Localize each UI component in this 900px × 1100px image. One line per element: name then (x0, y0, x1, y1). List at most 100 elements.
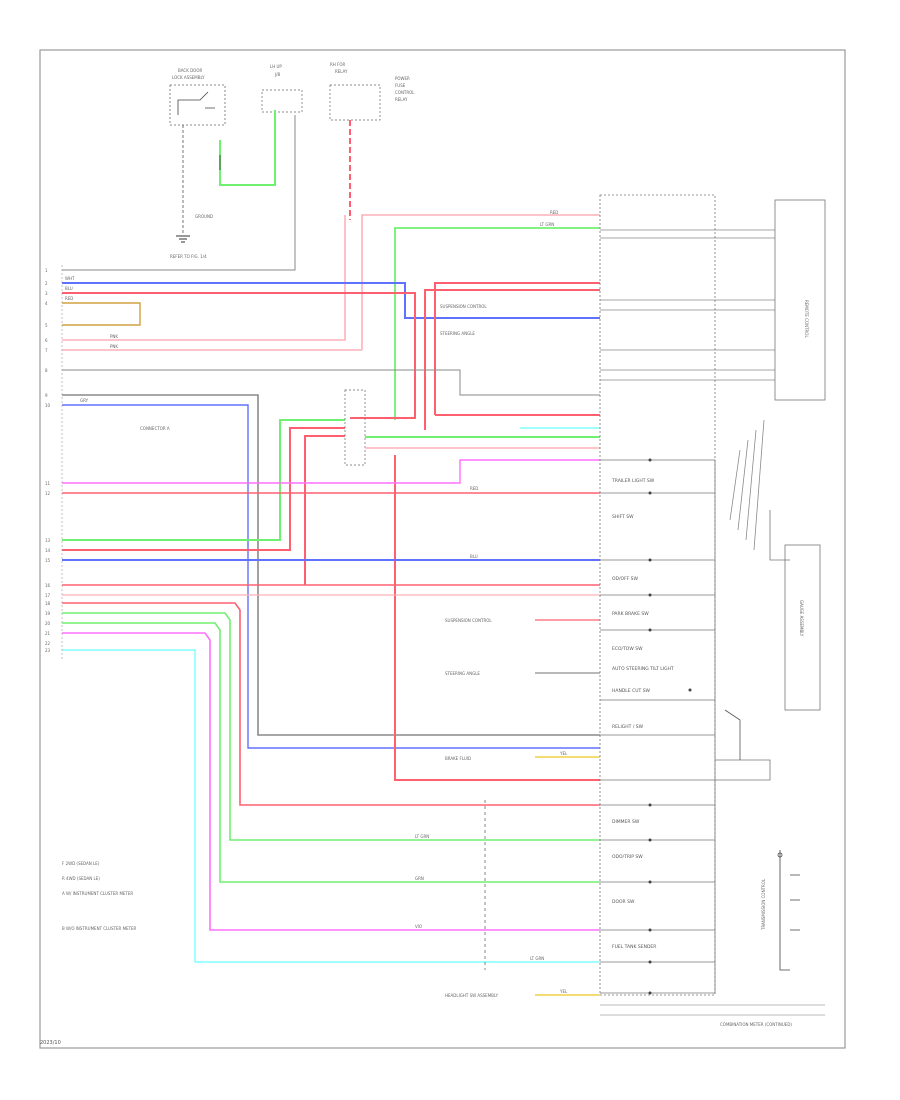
meter-label-11: FUEL TANK SENDER (612, 944, 656, 950)
connector-label-6: HEADLIGHT SW ASSEMBLY (445, 993, 499, 998)
meter-switch-rows (600, 459, 716, 994)
ground-ref: REFER TO FIG. 1/4 (170, 254, 207, 259)
meter-title: COMBINATION METER (CONTINUED) (720, 1022, 792, 1027)
wire-gray-3 (62, 394, 600, 736)
svg-text:5: 5 (45, 323, 48, 328)
meter-label-8: DIMMER SW (612, 819, 640, 825)
svg-text:VIO: VIO (415, 924, 422, 929)
svg-text:18: 18 (45, 601, 51, 606)
wire-blue-2 (62, 404, 600, 749)
svg-text:PNK: PNK (110, 334, 118, 339)
svg-text:21: 21 (45, 631, 51, 636)
meter-label-4: ECO/TOW SW (612, 646, 643, 652)
meter-label-9: ODO/TRIP SW (612, 854, 643, 860)
meter-label-0: TRAILER LIGHT SW (611, 478, 655, 484)
svg-text:GRN: GRN (415, 876, 424, 881)
connector-label-3: SUSPENSION CONTROL (445, 618, 492, 623)
svg-text:17: 17 (45, 593, 51, 598)
diagram-frame (39, 49, 846, 1049)
svg-text:20: 20 (45, 621, 51, 626)
svg-text:LT GRN: LT GRN (530, 956, 544, 961)
wire-green-4 (62, 612, 600, 841)
svg-text:GRY: GRY (80, 398, 89, 403)
svg-text:WHT: WHT (65, 276, 75, 281)
right-component-box (784, 544, 821, 711)
wire-magenta-2 (62, 632, 600, 931)
wire-green-2 (62, 419, 345, 541)
corner-label: 2023/10 (40, 1040, 61, 1046)
svg-text:23: 23 (45, 648, 51, 653)
wire-cyan-2 (62, 649, 600, 963)
svg-text:19: 19 (45, 611, 51, 616)
connector-label-7: CONNECTOR A (140, 426, 170, 431)
svg-text:RED: RED (470, 486, 478, 491)
svg-text:LT GRN: LT GRN (540, 222, 554, 227)
svg-text:PNK: PNK (110, 344, 118, 349)
connector-label-4: STEERING ANGLE (445, 671, 480, 676)
legend-item-0: F 2WD (SEDAN LE) (62, 861, 100, 866)
connector-label-8: SUSPENSION CONTROL (440, 304, 487, 309)
top-label-0: BACK DOOR (178, 68, 202, 73)
wire-red-7 (394, 455, 600, 781)
legend-item-2: A W/ INSTRUMENT CLUSTER METER (62, 891, 133, 896)
svg-text:YEL: YEL (559, 751, 568, 756)
switch-contacts (648, 458, 692, 995)
svg-text:3: 3 (45, 291, 48, 296)
meter-label-5: AUTO STEERING TILT LIGHT (612, 666, 674, 672)
wire-green-top (219, 110, 276, 186)
svg-text:4: 4 (45, 301, 48, 306)
wire-red-4 (434, 282, 600, 415)
svg-text:12: 12 (45, 491, 51, 496)
wire-pink-1 (361, 214, 600, 350)
back-door-switch-box (169, 84, 226, 126)
svg-text:11: 11 (45, 481, 51, 486)
top-label-9: RELAY (395, 97, 408, 102)
wire-red-2 (424, 289, 600, 430)
meter-label-6: HANDLE CUT SW (612, 688, 651, 694)
meter-label-3: PARK BRAKE SW (612, 611, 649, 617)
svg-text:9: 9 (45, 393, 48, 398)
svg-text:LT GRN: LT GRN (415, 834, 429, 839)
wire-magenta-1 (62, 459, 600, 484)
hatch-lines (729, 419, 765, 551)
top-label-6: POWER (395, 76, 410, 81)
switch-symbol (177, 91, 215, 115)
meter-label-7: RELIGHT / SW (612, 724, 644, 730)
svg-text:RED: RED (550, 210, 558, 215)
connector-label-0: REMOTE CONTROL (804, 300, 809, 338)
wire-gray-top (62, 115, 296, 271)
svg-text:15: 15 (45, 558, 51, 563)
wire-red-5 (62, 427, 345, 551)
svg-text:6: 6 (45, 338, 48, 343)
svg-text:7: 7 (45, 348, 48, 353)
svg-text:10: 10 (45, 403, 51, 408)
svg-text:14: 14 (45, 548, 51, 553)
connector-label-5: BRAKE FLUID (445, 756, 471, 761)
wire-pink-2 (62, 215, 346, 341)
top-label-5: RELAY (335, 69, 348, 74)
meter-label-10: DOOR SW (612, 899, 635, 905)
wire-yellow-1 (62, 302, 141, 326)
wire-color-labels: WHT BLU RED PNK PNK GRY RED BLU RED LT G… (65, 210, 568, 994)
wire-green-5 (62, 622, 600, 883)
svg-text:22: 22 (45, 641, 51, 646)
top-label-7: FUSE (395, 83, 406, 88)
wire-blue-1 (62, 282, 600, 319)
svg-text:YEL: YEL (559, 989, 568, 994)
svg-text:RED: RED (65, 296, 73, 301)
wire-red-6 (304, 435, 345, 585)
meter-label-1: SHIFT SW (612, 514, 634, 520)
connector-label-2: TRANSMISSION CONTROL (761, 878, 766, 931)
svg-text:BLU: BLU (65, 286, 73, 291)
wire-red-1 (62, 292, 416, 419)
top-label-3: J/B (274, 72, 281, 77)
top-right-connector (774, 199, 826, 401)
ground-label: GROUND (195, 214, 213, 219)
connector-a (344, 389, 366, 466)
meter-label-2: OD/OFF SW (612, 576, 639, 582)
svg-text:BLU: BLU (470, 554, 478, 559)
top-label-4: RH FOR (330, 62, 346, 67)
top-label-1: LOCK ASSEMBLY (172, 75, 205, 80)
left-pin-column: 1 2 3 4 5 6 7 8 9 10 11 12 13 14 15 16 1… (45, 268, 51, 653)
